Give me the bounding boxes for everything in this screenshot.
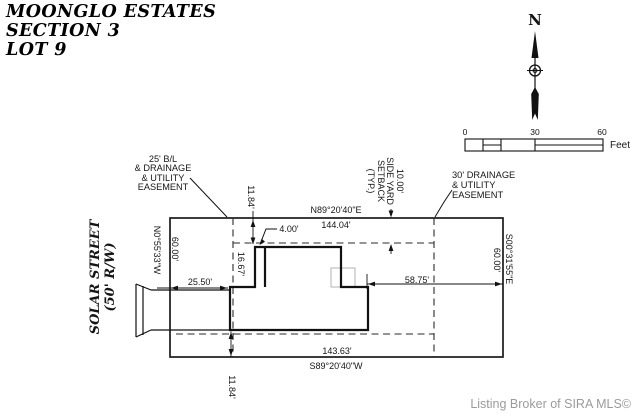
driveway-flare-top — [135, 283, 152, 291]
east-line-distance: 60.00' — [492, 247, 502, 273]
house-polygon — [228, 245, 370, 332]
setback-dashed-lines — [176, 218, 435, 357]
dim-front-offset-bottom: 11.84' — [227, 375, 237, 399]
rear-easement-line-3: EASEMENT — [452, 190, 504, 200]
dim-58-75-arrow-left — [368, 281, 375, 287]
side-setback-line-2: SIDE YARD — [385, 157, 396, 205]
scale-bar — [464, 138, 604, 152]
scale-tick-60: 60 — [597, 127, 607, 137]
driveway-flare-bottom — [135, 329, 152, 338]
side-setback-line-3: SETBACK — [376, 159, 386, 202]
lot-boundary-rect — [169, 217, 504, 358]
dim-11-84-top-arrow-up — [250, 220, 256, 227]
dim-10-00-arrow-down — [388, 210, 394, 218]
scale-tick-0: 0 — [462, 127, 468, 137]
dim-4-00-arrow — [259, 238, 265, 245]
dim-11-84-top-arrow-down — [250, 237, 256, 245]
south-line-distance: 143.63' — [322, 346, 352, 356]
front-easement-label: 25' B/L & DRAINAGE & UTILITY EASEMENT — [134, 154, 192, 193]
scale-tick-30: 30 — [530, 127, 540, 137]
street-right-of-way: (50' R/W) — [103, 242, 118, 312]
dim-11-84-bottom-arrow-up — [228, 332, 234, 339]
front-easement-line-2: & DRAINAGE — [134, 163, 192, 174]
dim-11-84-bottom-arrow-down — [228, 349, 234, 356]
side-setback-line-1: 10.00' — [395, 168, 406, 194]
front-easement-line-3: & UTILITY — [141, 173, 185, 183]
front-easement-leader — [189, 177, 228, 218]
driveway — [135, 283, 229, 338]
side-setback-label: 10.00' SIDE YARD SETBACK (TYP.) — [366, 157, 406, 205]
dim-house-to-rear: 58.75' — [404, 275, 430, 285]
street-label: SOLAR STREET (50' R/W) — [88, 220, 118, 335]
north-arrow — [527, 31, 543, 120]
leader-lines — [189, 177, 453, 244]
dim-porch-width: 4.00' — [279, 224, 299, 234]
rear-easement-label: 30' DRAINAGE & UTILITY EASEMENT — [452, 170, 515, 200]
front-easement-line-1: 25' B/L — [148, 154, 178, 165]
dim-house-to-front: 25.50' — [187, 277, 213, 287]
side-setback-line-4: (TYP.) — [366, 168, 377, 194]
north-label: N — [528, 11, 542, 29]
north-line-bearing: N89°20'40"E — [310, 205, 362, 215]
lot-boundary — [169, 217, 504, 358]
west-line-bearing: N0°55'33"W — [152, 225, 162, 275]
front-easement-line-4: EASEMENT — [137, 182, 189, 193]
dim-58-75-arrow-right — [495, 281, 502, 287]
listing-credit: Listing Broker of SIRA MLS© — [470, 397, 631, 411]
dimension-lines — [157, 209, 503, 357]
west-line-distance: 60.00' — [170, 236, 180, 262]
dim-25-50-arrow-left — [171, 285, 178, 291]
title-section: SECTION 3 — [6, 21, 121, 41]
east-line-bearing: S00°31'55"E — [504, 233, 514, 285]
house-outline — [228, 245, 370, 332]
street-name: SOLAR STREET — [88, 219, 103, 335]
title-lot: LOT 9 — [6, 40, 67, 60]
plat-title: MOONGLO ESTATES SECTION 3 LOT 9 — [6, 3, 216, 60]
rear-easement-line-2: & UTILITY — [452, 180, 496, 190]
rear-easement-line-1: 30' DRAINAGE — [452, 170, 516, 180]
south-line-bearing: S89°20'40"W — [309, 361, 363, 371]
dim-porch-depth: 16.67' — [236, 251, 246, 277]
scale-unit-label: Feet — [610, 140, 631, 151]
dim-front-offset-top: 11.84' — [246, 185, 256, 209]
north-line-distance: 144.04' — [321, 220, 351, 230]
north-arrow-head — [531, 31, 539, 58]
dim-10-00-arrow-up — [388, 244, 394, 251]
north-arrow-feather — [531, 87, 539, 120]
porch-outline — [330, 267, 356, 288]
title-subdivision: MOONGLO ESTATES — [6, 2, 217, 22]
dim-25-50-arrow-right — [220, 285, 227, 291]
rear-easement-leader — [434, 189, 453, 218]
porch-width-leader — [260, 228, 277, 244]
